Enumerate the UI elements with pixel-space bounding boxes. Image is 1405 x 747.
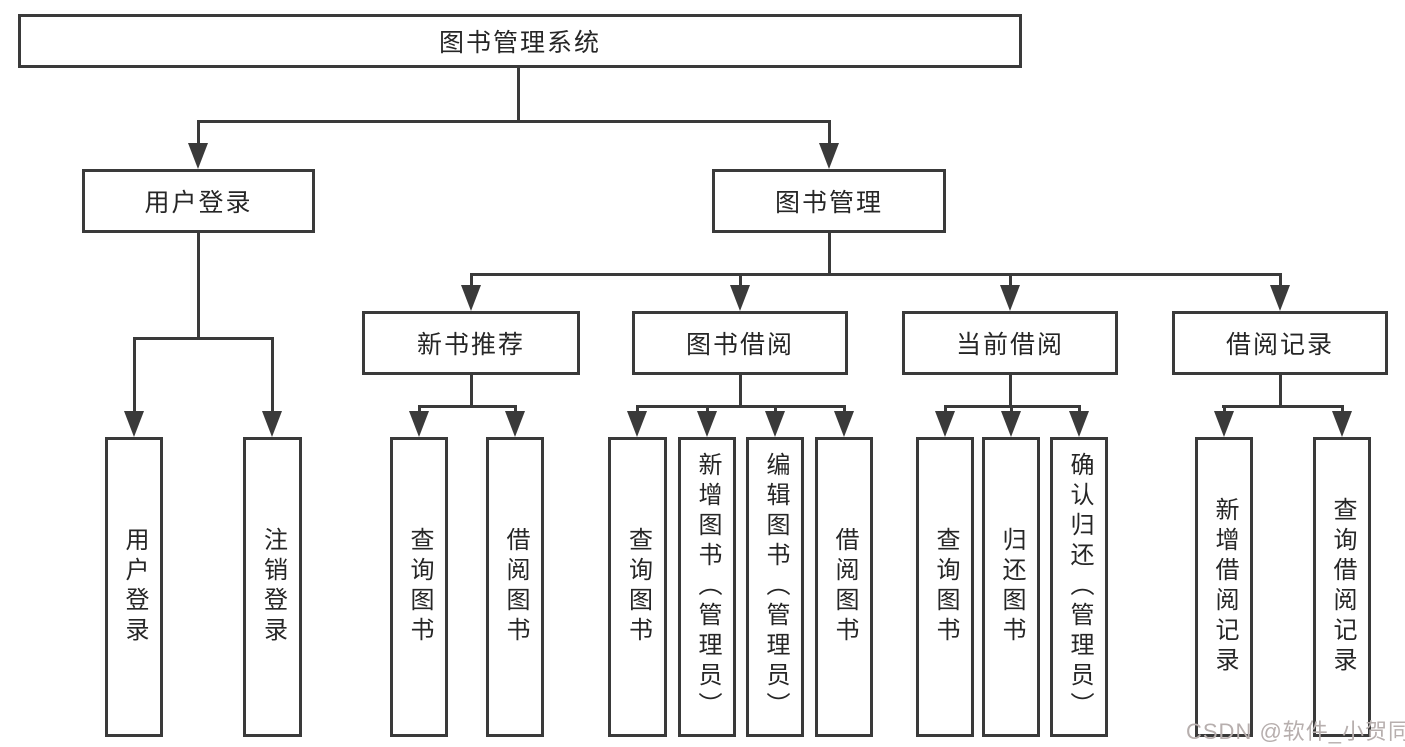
arrow-down-icon (188, 143, 208, 169)
leaf-bb-borrow-book: 借阅图书 (815, 437, 873, 737)
leaf-cb-return-book-label: 归还图书 (998, 527, 1025, 647)
leaf-logout-label: 注销登录 (259, 527, 287, 647)
leaf-nb-borrow-book: 借阅图书 (486, 437, 544, 737)
leaf-cb-confirm-return-admin: 确认归还（管理员） (1050, 437, 1108, 737)
connector-bb-arm-4 (843, 405, 846, 414)
arrow-down-icon (1214, 411, 1234, 437)
arrow-down-icon (697, 411, 717, 437)
connector-login-hline (133, 337, 274, 340)
leaf-br-add-record-label: 新增借阅记录 (1211, 497, 1238, 677)
node-borrow-records: 借阅记录 (1172, 311, 1388, 375)
node-current-borrow: 当前借阅 (902, 311, 1118, 375)
leaf-br-add-record: 新增借阅记录 (1195, 437, 1253, 737)
leaf-user-login: 用户登录 (105, 437, 163, 737)
leaf-cb-return-book: 归还图书 (982, 437, 1040, 737)
arrow-down-icon (262, 411, 282, 437)
arrow-down-icon (765, 411, 785, 437)
node-new-book-recommend-label: 新书推荐 (416, 331, 525, 359)
leaf-bb-add-book-admin: 新增图书（管理员） (678, 437, 736, 737)
node-root-label: 图书管理系统 (438, 29, 601, 57)
connector-root-arm-left (197, 120, 200, 146)
node-borrow-records-label: 借阅记录 (1225, 331, 1334, 359)
connector-cb-arm-3 (1078, 405, 1081, 414)
leaf-user-login-label: 用户登录 (121, 527, 148, 647)
connector-bb-arm-2 (706, 405, 709, 414)
arrow-down-icon (1000, 285, 1020, 311)
leaf-nb-borrow-book-label: 借阅图书 (502, 527, 529, 647)
connector-nb-hline (418, 405, 517, 408)
node-book-management: 图书管理 (712, 169, 946, 233)
node-book-borrow: 图书借阅 (632, 311, 848, 375)
arrow-down-icon (730, 285, 750, 311)
connector-bb-arm-3 (774, 405, 777, 414)
leaf-bb-edit-book-admin: 编辑图书（管理员） (746, 437, 804, 737)
connector-nb-stem (470, 375, 473, 407)
node-root: 图书管理系统 (18, 14, 1022, 68)
leaf-cb-confirm-return-admin-label: 确认归还（管理员） (1066, 452, 1093, 722)
connector-nb-arm-1 (418, 405, 421, 414)
arrow-down-icon (505, 411, 525, 437)
arrow-down-icon (627, 411, 647, 437)
connector-br-arm-1 (1223, 405, 1226, 414)
connector-login-stem (197, 233, 200, 340)
connector-nb-arm-2 (514, 405, 517, 414)
connector-mgmt-hline (470, 273, 1282, 276)
leaf-bb-borrow-book-label: 借阅图书 (831, 527, 858, 647)
connector-login-arm-right (271, 337, 274, 415)
connector-cb-stem (1009, 375, 1012, 407)
leaf-bb-query-book: 查询图书 (608, 437, 667, 737)
connector-bb-hline (636, 405, 846, 408)
arrow-down-icon (1069, 411, 1089, 437)
node-book-management-label: 图书管理 (774, 189, 883, 217)
connector-bb-arm-1 (636, 405, 639, 414)
node-current-borrow-label: 当前借阅 (955, 331, 1064, 359)
arrow-down-icon (834, 411, 854, 437)
arrow-down-icon (461, 285, 481, 311)
connector-br-stem (1279, 375, 1282, 407)
node-user-login: 用户登录 (82, 169, 315, 233)
leaf-nb-query-book-label: 查询图书 (406, 527, 433, 647)
arrow-down-icon (1001, 411, 1021, 437)
leaf-bb-query-book-label: 查询图书 (624, 527, 652, 647)
connector-mgmt-arm-1 (470, 273, 473, 288)
connector-cb-arm-2 (1010, 405, 1013, 414)
connector-root-hline (197, 120, 831, 123)
leaf-br-query-record-label: 查询借阅记录 (1329, 497, 1356, 677)
connector-cb-arm-1 (944, 405, 947, 414)
connector-mgmt-arm-4 (1279, 273, 1282, 288)
csdn-watermark: CSDN @软件_小贺同学 (1186, 719, 1405, 744)
leaf-br-query-record: 查询借阅记录 (1313, 437, 1371, 737)
arrow-down-icon (409, 411, 429, 437)
node-new-book-recommend: 新书推荐 (362, 311, 580, 375)
connector-br-hline (1222, 405, 1344, 408)
arrow-down-icon (935, 411, 955, 437)
arrow-down-icon (1332, 411, 1352, 437)
connector-br-arm-2 (1341, 405, 1344, 414)
connector-login-arm-left (133, 337, 136, 415)
leaf-bb-edit-book-admin-label: 编辑图书（管理员） (762, 452, 789, 722)
arrow-down-icon (819, 143, 839, 169)
node-user-login-label: 用户登录 (144, 189, 253, 217)
connector-bb-stem (739, 375, 742, 407)
connector-root-stem (517, 68, 520, 123)
leaf-logout: 注销登录 (243, 437, 302, 737)
connector-mgmt-arm-2 (739, 273, 742, 288)
connector-root-arm-right (828, 120, 831, 146)
leaf-nb-query-book: 查询图书 (390, 437, 448, 737)
connector-mgmt-arm-3 (1009, 273, 1012, 288)
leaf-cb-query-book-label: 查询图书 (932, 527, 959, 647)
node-book-borrow-label: 图书借阅 (685, 331, 794, 359)
connector-mgmt-stem (828, 233, 831, 276)
leaf-cb-query-book: 查询图书 (916, 437, 974, 737)
arrow-down-icon (124, 411, 144, 437)
leaf-bb-add-book-admin-label: 新增图书（管理员） (694, 452, 721, 722)
arrow-down-icon (1270, 285, 1290, 311)
